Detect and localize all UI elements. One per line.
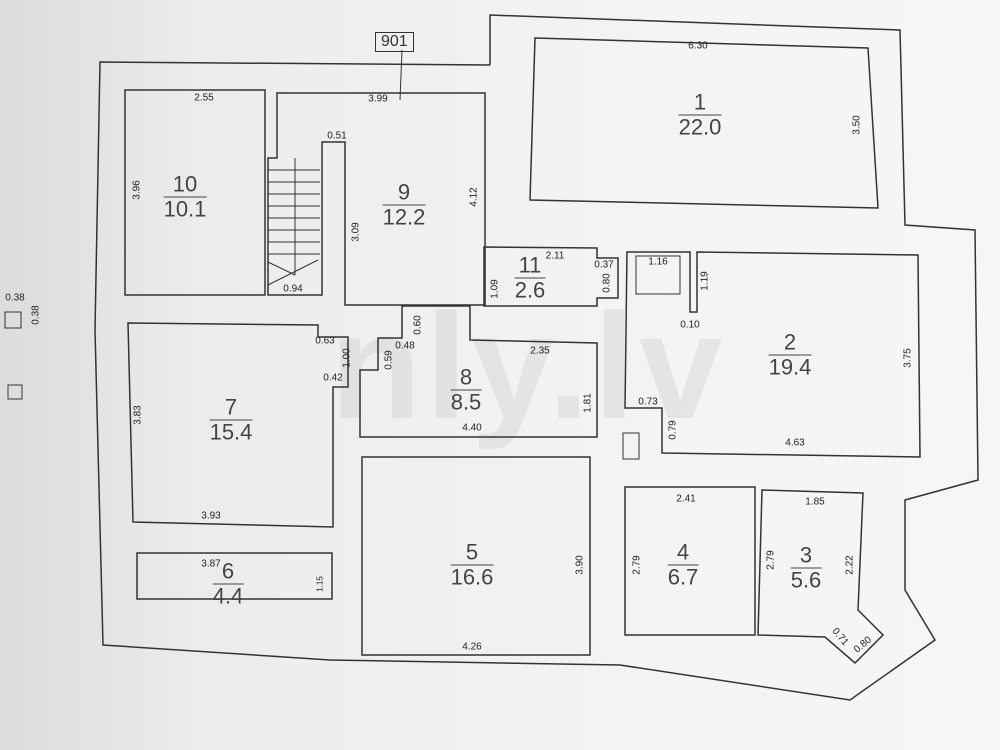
room-3 (757, 489, 885, 665)
dim: 0.42 (323, 372, 343, 384)
dim: 0.60 (412, 315, 424, 335)
dim: 3.87 (201, 558, 221, 570)
column (622, 432, 640, 460)
room-11 (483, 246, 619, 307)
dim: 0.73 (638, 396, 658, 408)
dim: 0.10 (680, 319, 700, 331)
room-4 (624, 486, 756, 636)
stairs (267, 158, 320, 286)
dim: 6.30 (688, 40, 708, 52)
dim: 0.59 (383, 350, 395, 370)
dim: 2.55 (194, 92, 214, 104)
dim: 4.26 (462, 641, 482, 653)
dim: 2.35 (530, 345, 550, 357)
room-7 (127, 322, 349, 528)
dim: 1.09 (489, 279, 501, 299)
dim: 0.48 (395, 340, 415, 352)
dim: 0.94 (283, 283, 303, 295)
small-square (7, 384, 23, 400)
dim: 3.09 (350, 222, 362, 242)
dim: 1.81 (582, 393, 594, 413)
dim: 3.90 (574, 555, 586, 575)
room-6 (136, 552, 333, 600)
dim: 1.19 (699, 271, 711, 291)
dim: 4.12 (468, 187, 480, 207)
room-1 (529, 37, 879, 209)
dim: 1.16 (648, 256, 668, 268)
dim: 0.38 (5, 292, 25, 304)
dim: 1.15 (315, 576, 325, 592)
room-2 (624, 251, 921, 458)
dim: 3.99 (368, 93, 388, 105)
dim: 0.80 (601, 273, 613, 293)
dim: 0.38 (30, 305, 42, 325)
dim: 4.40 (462, 422, 482, 434)
dim: 3.50 (851, 115, 863, 135)
dim: 3.75 (902, 348, 914, 368)
small-square (4, 311, 22, 329)
room-9 (267, 92, 486, 306)
tag-leader (399, 49, 403, 101)
dim: 0.63 (315, 335, 335, 347)
dim: 3.93 (201, 510, 221, 522)
plan-tag: 901 (375, 32, 414, 52)
dim: 2.79 (765, 550, 777, 570)
dim: 3.83 (132, 405, 144, 425)
dim: 1.85 (805, 496, 825, 508)
room-5 (361, 456, 591, 656)
dim: 2.41 (676, 493, 696, 505)
room-10 (124, 89, 266, 296)
watermark: nly.lv (330, 282, 727, 450)
dim: 0.37 (594, 259, 614, 271)
shaft (635, 255, 681, 295)
room-8 (359, 305, 598, 438)
dim: 0.79 (667, 420, 679, 440)
dim: 3.96 (131, 180, 143, 200)
dim: 2.79 (631, 555, 643, 575)
dim: 4.63 (785, 437, 805, 449)
dim: 1.00 (341, 348, 353, 368)
dim: 0.51 (327, 130, 347, 142)
dim: 2.11 (545, 250, 565, 262)
dim: 2.22 (844, 555, 856, 575)
outer-wall (94, 14, 979, 701)
